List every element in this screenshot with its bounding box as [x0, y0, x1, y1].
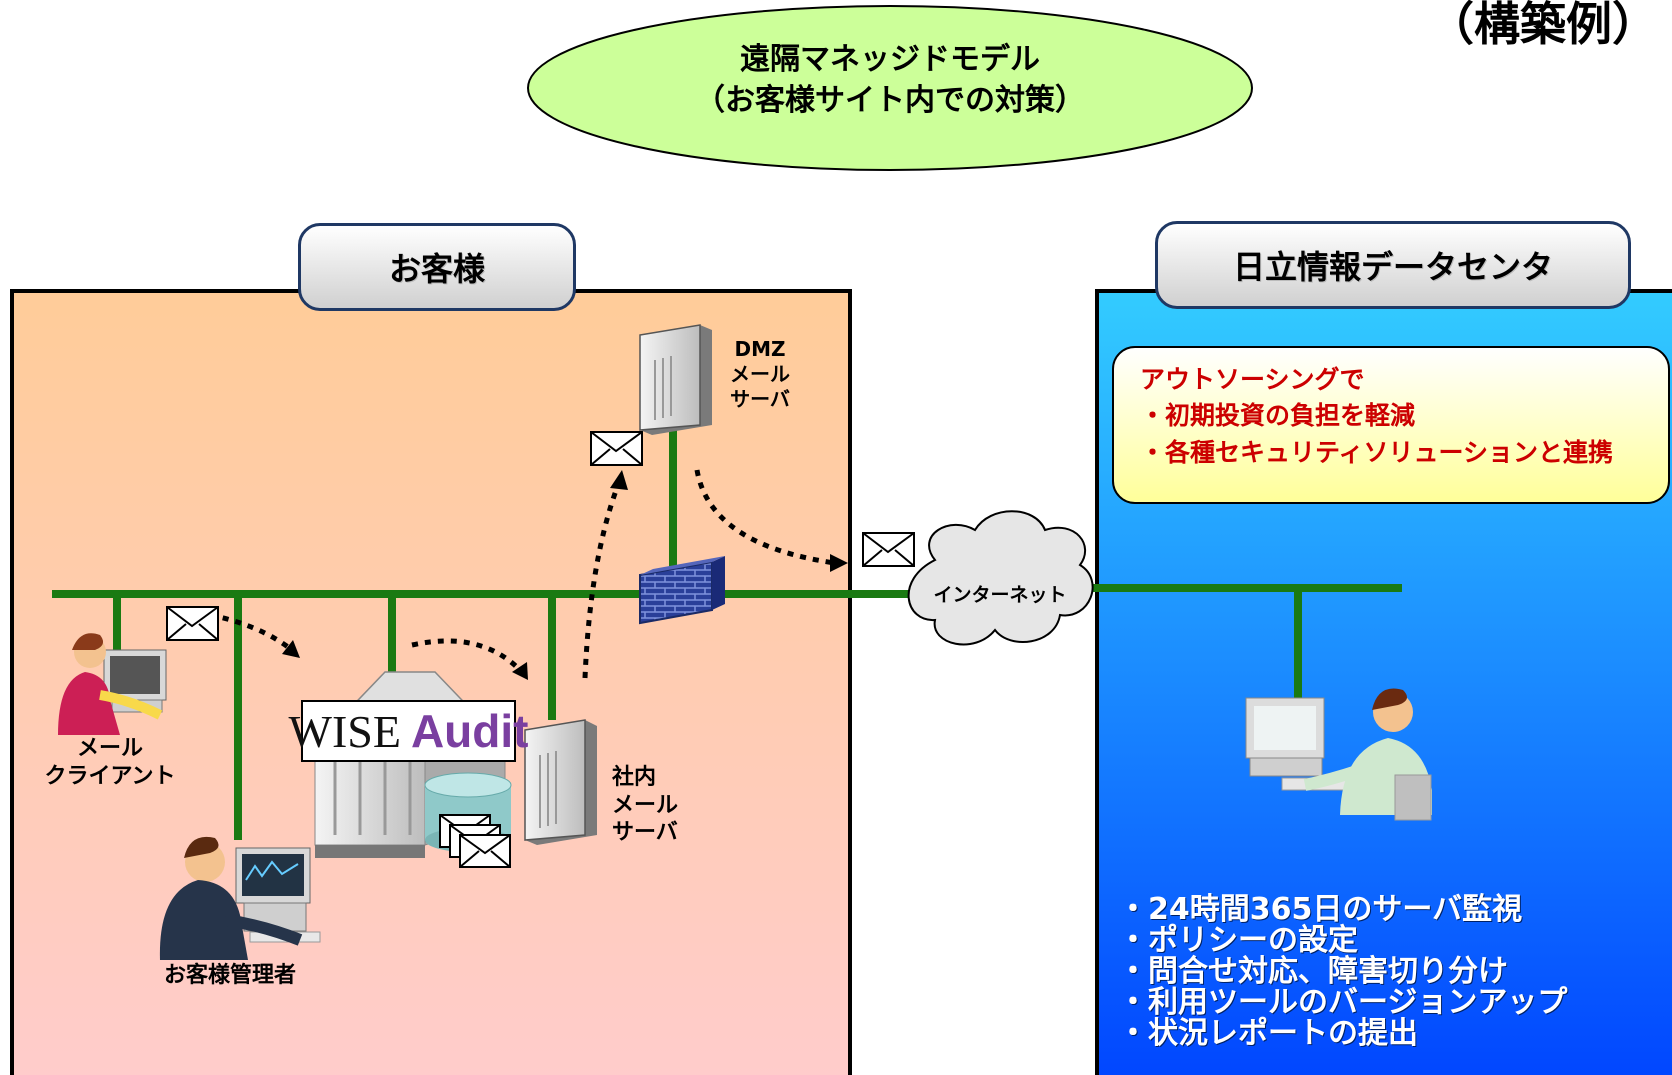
outsourcing-point: ・初期投資の負担を軽減 — [1140, 401, 1416, 431]
arrow-head — [830, 554, 848, 572]
datacenter-operator-icon — [1245, 688, 1432, 821]
corner-title: （構築例） — [1428, 0, 1658, 51]
service-list: ・24時間365日のサーバ監視 ・ポリシーの設定 ・問合せ対応、障害切り分け ・… — [1118, 892, 1568, 1051]
service-item: ・24時間365日のサーバ監視 — [1118, 892, 1523, 927]
outsourcing-note: アウトソーシングで ・初期投資の負担を軽減 ・各種セキュリティソリューションと連… — [1140, 362, 1613, 471]
internet-label: インターネット — [933, 584, 1067, 606]
arrow-head — [610, 470, 628, 490]
mail-client-user-icon — [58, 633, 167, 735]
datacenter-title: 日立情報データセンタ — [1155, 221, 1631, 309]
outsourcing-heading: アウトソーシングで — [1140, 365, 1365, 394]
service-item: ・状況レポートの提出 — [1118, 1015, 1418, 1051]
dmz-server-label: DMZ メール サーバ — [730, 337, 790, 411]
model-ellipse — [527, 5, 1253, 171]
arrow-head — [512, 662, 528, 680]
firewall-icon — [639, 556, 725, 625]
internal-server-icon — [524, 719, 597, 845]
mail-client-label: メール クライアント — [44, 736, 176, 789]
internal-server-label: 社内 メール サーバ — [612, 765, 679, 845]
model-title: 遠隔マネッジドモデル （お客様サイト内での対策） — [690, 40, 1090, 121]
model-title-line1: 遠隔マネッジドモデル — [740, 42, 1040, 77]
service-item: ・利用ツールのバージョンアップ — [1118, 984, 1568, 1020]
customer-title: お客様 — [298, 223, 576, 311]
product-logo-wise: WISE — [288, 705, 401, 757]
product-logo: WISE Audit — [289, 700, 528, 762]
customer-admin-icon — [159, 836, 321, 960]
model-title-line2: （お客様サイト内での対策） — [695, 82, 1085, 118]
stored-mail-icon — [439, 814, 511, 868]
envelope-icon — [862, 532, 915, 567]
outsourcing-note-box — [1112, 346, 1670, 504]
envelope-icon — [590, 431, 643, 466]
internet-cloud-icon — [907, 510, 1094, 646]
arrow-head — [282, 640, 300, 658]
admin-label: お客様管理者 — [163, 963, 296, 988]
dmz-server-icon — [639, 324, 712, 435]
outsourcing-point: ・各種セキュリティソリューションと連携 — [1140, 437, 1614, 467]
envelope-icon — [166, 606, 219, 641]
mail-flow-arrows — [209, 469, 836, 679]
service-item: ・ポリシーの設定 — [1118, 922, 1358, 958]
product-logo-audit: Audit — [410, 705, 529, 757]
service-item: ・問合せ対応、障害切り分け — [1118, 953, 1508, 989]
